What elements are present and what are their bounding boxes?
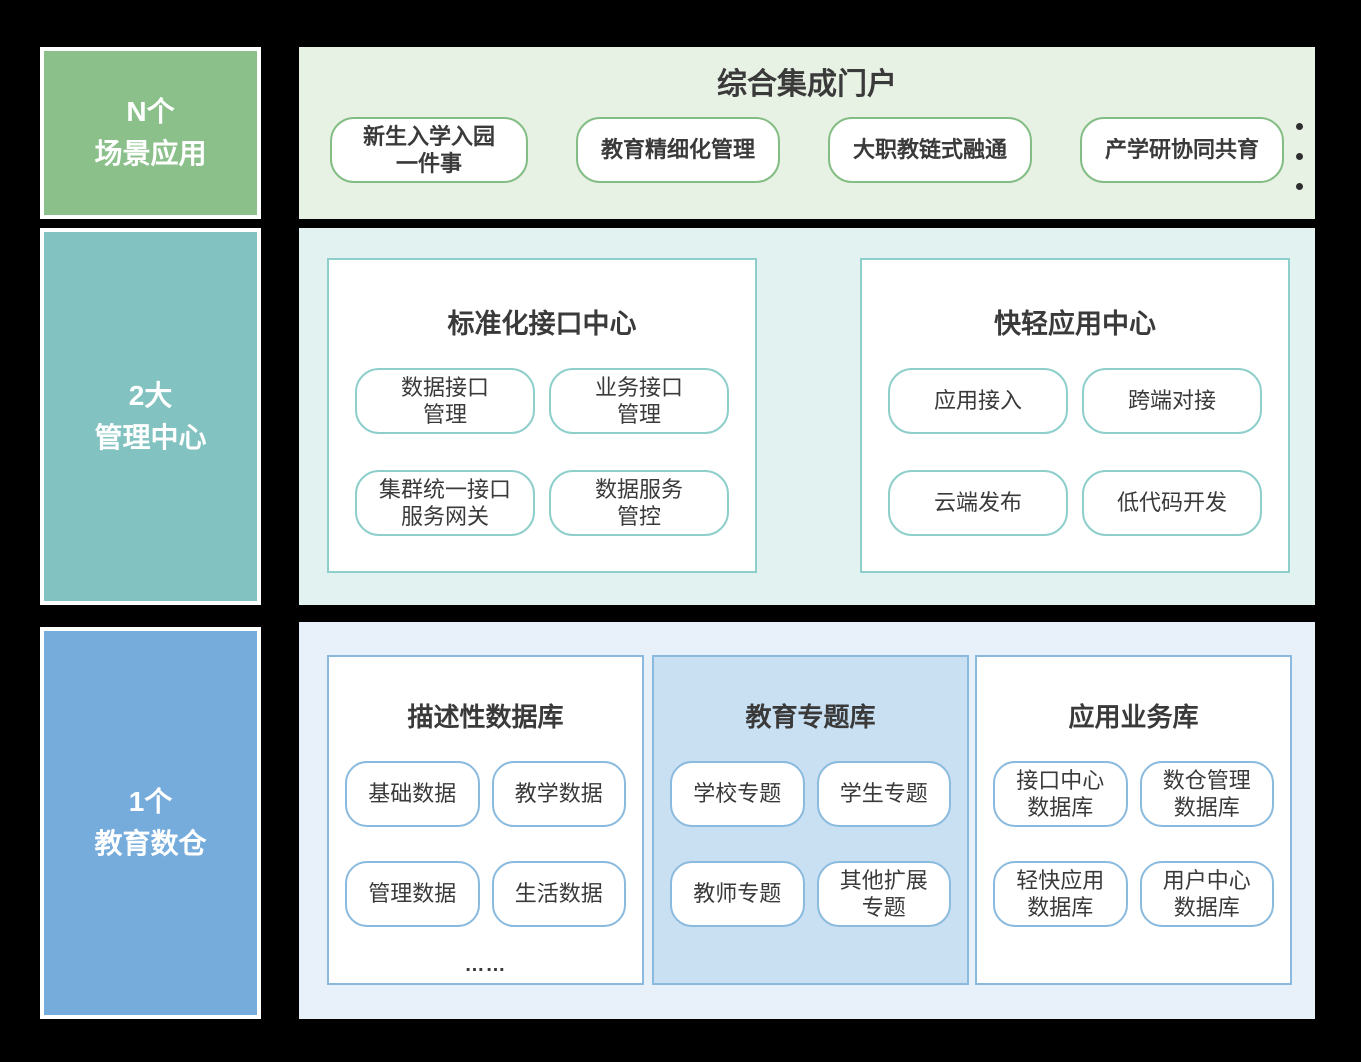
box-descriptive-db-title: 描述性数据库 [407, 702, 564, 732]
scene-pill-vocational-chain: 大职教链式融通 [828, 117, 1032, 183]
more-ellipsis-dots [1296, 123, 1303, 190]
pill-light-app-db-line1: 轻快应用 [1016, 867, 1105, 893]
pill-warehouse-mgmt-db: 数仓管理 数据库 [1139, 761, 1274, 827]
pill-cross-device-label: 跨端对接 [1127, 388, 1216, 414]
pill-data-service-control-line1: 数据服务 [594, 476, 683, 502]
pill-data-service-control-line2: 管控 [616, 504, 661, 529]
pill-cloud-publish-label: 云端发布 [933, 490, 1022, 516]
rail-label-warehouse-line1: 1个 [128, 786, 173, 817]
pill-other-extended-topic: 其他扩展 专题 [816, 861, 951, 927]
pill-interface-center-db-line2: 数据库 [1027, 795, 1094, 820]
pill-warehouse-mgmt-db-line2: 数据库 [1173, 795, 1240, 820]
scene-pill-newstudent-line1: 新生入学入园 [362, 123, 495, 149]
panel-warehouse: 描述性数据库 基础数据 教学数据 管理数据 生活数据 …… 教育专题库 [299, 622, 1315, 1019]
pill-interface-center-db-line1: 接口中心 [1016, 767, 1105, 793]
pill-management-data-label: 管理数据 [368, 881, 457, 907]
pill-student-topic: 学生专题 [816, 761, 951, 827]
pill-teacher-topic-label: 教师专题 [693, 881, 782, 907]
scene-pill-newstudent-line2: 一件事 [395, 151, 462, 176]
portal-title: 综合集成门户 [717, 68, 897, 101]
box-light-app-center-title: 快轻应用中心 [994, 309, 1156, 339]
scene-pill-refined-management: 教育精细化管理 [576, 117, 780, 183]
pill-cross-device: 跨端对接 [1082, 368, 1262, 434]
panel-scenes: 综合集成门户 新生入学入园 一件事 教育精细化管理 大职教链式融通 产学研协同共… [299, 47, 1315, 219]
more-dot-2 [1296, 153, 1303, 160]
pill-user-center-db-line1: 用户中心 [1162, 867, 1251, 893]
pill-data-interface-mgmt-line2: 管理 [422, 402, 467, 427]
box-standard-interface-center: 标准化接口中心 数据接口 管理 业务接口 管理 集群统一接口 服务网关 数据服务… [327, 258, 757, 573]
more-dot-3 [1296, 183, 1303, 190]
rail-label-warehouse-line2: 教育数仓 [94, 828, 207, 859]
pill-interface-center-db: 接口中心 数据库 [993, 761, 1128, 827]
pill-light-app-db-line2: 数据库 [1027, 895, 1094, 920]
pill-basic-data: 基础数据 [345, 761, 480, 827]
pill-basic-data-label: 基础数据 [368, 781, 457, 807]
pill-warehouse-mgmt-db-line1: 数仓管理 [1162, 767, 1251, 793]
rail-label-scenes: N个 场景应用 [40, 47, 261, 219]
pill-cluster-gateway-line2: 服务网关 [400, 504, 489, 529]
pill-teacher-topic: 教师专题 [670, 861, 805, 927]
more-dot-1 [1296, 123, 1303, 130]
application-business-pill-grid: 接口中心 数据库 数仓管理 数据库 轻快应用 数据库 用户中心 数据库 [993, 761, 1274, 927]
box-standard-interface-center-title: 标准化接口中心 [447, 309, 637, 339]
panel-centers: 标准化接口中心 数据接口 管理 业务接口 管理 集群统一接口 服务网关 数据服务… [299, 228, 1315, 605]
pill-business-interface-mgmt-line2: 管理 [616, 402, 661, 427]
box-application-business-db: 应用业务库 接口中心 数据库 数仓管理 数据库 轻快应用 数据库 用户中心 数据… [975, 655, 1292, 985]
pill-other-extended-topic-line1: 其他扩展 [839, 867, 928, 893]
pill-student-topic-label: 学生专题 [839, 781, 928, 807]
rail-label-scenes-line1: N个 [126, 96, 175, 127]
pill-app-access-label: 应用接入 [933, 388, 1022, 414]
pill-user-center-db: 用户中心 数据库 [1139, 861, 1274, 927]
pill-school-topic-label: 学校专题 [693, 781, 782, 807]
scene-pill-newstudent: 新生入学入园 一件事 [330, 117, 528, 183]
scene-pill-industry-education-label: 产学研协同共育 [1104, 137, 1259, 163]
scene-pill-row: 新生入学入园 一件事 教育精细化管理 大职教链式融通 产学研协同共育 [330, 117, 1284, 183]
pill-life-data-label: 生活数据 [514, 881, 603, 907]
pill-data-interface-mgmt-line1: 数据接口 [400, 374, 489, 400]
rail-label-centers-line1: 2大 [128, 379, 173, 411]
pill-life-data: 生活数据 [491, 861, 626, 927]
pill-school-topic: 学校专题 [670, 761, 805, 827]
pill-teaching-data-label: 教学数据 [514, 781, 603, 807]
pill-cluster-gateway: 集群统一接口 服务网关 [355, 470, 535, 536]
box-education-topic-db: 教育专题库 学校专题 学生专题 教师专题 其他扩展 专题 [652, 655, 969, 985]
light-app-pill-grid: 应用接入 跨端对接 云端发布 低代码开发 [888, 368, 1262, 536]
rail-label-warehouse: 1个 教育数仓 [40, 627, 261, 1019]
standard-interface-pill-grid: 数据接口 管理 业务接口 管理 集群统一接口 服务网关 数据服务 管控 [355, 368, 729, 536]
box-application-business-db-title: 应用业务库 [1068, 702, 1199, 732]
pill-teaching-data: 教学数据 [491, 761, 626, 827]
pill-cloud-publish: 云端发布 [888, 470, 1068, 536]
pill-data-service-control: 数据服务 管控 [549, 470, 729, 536]
box-education-topic-db-title: 教育专题库 [745, 702, 876, 732]
pill-cluster-gateway-line1: 集群统一接口 [378, 476, 511, 502]
pill-lowcode-dev: 低代码开发 [1082, 470, 1262, 536]
scene-pill-vocational-chain-label: 大职教链式融通 [852, 137, 1007, 163]
descriptive-db-ellipsis: …… [464, 954, 507, 976]
rail-label-centers: 2大 管理中心 [40, 228, 261, 605]
pill-app-access: 应用接入 [888, 368, 1068, 434]
pill-business-interface-mgmt: 业务接口 管理 [549, 368, 729, 434]
pill-data-interface-mgmt: 数据接口 管理 [355, 368, 535, 434]
box-light-app-center: 快轻应用中心 应用接入 跨端对接 云端发布 低代码开发 [860, 258, 1290, 573]
scene-pill-industry-education: 产学研协同共育 [1080, 117, 1284, 183]
pill-user-center-db-line2: 数据库 [1173, 895, 1240, 920]
pill-light-app-db: 轻快应用 数据库 [993, 861, 1128, 927]
rail-label-centers-line2: 管理中心 [94, 421, 207, 453]
rail-label-scenes-line2: 场景应用 [94, 138, 207, 169]
descriptive-db-pill-grid: 基础数据 教学数据 管理数据 生活数据 [345, 761, 626, 927]
pill-lowcode-dev-label: 低代码开发 [1116, 490, 1227, 516]
pill-business-interface-mgmt-line1: 业务接口 [594, 374, 683, 400]
pill-other-extended-topic-line2: 专题 [861, 895, 906, 920]
pill-management-data: 管理数据 [345, 861, 480, 927]
box-descriptive-db: 描述性数据库 基础数据 教学数据 管理数据 生活数据 …… [327, 655, 644, 985]
scene-pill-refined-management-label: 教育精细化管理 [600, 137, 755, 163]
education-topic-pill-grid: 学校专题 学生专题 教师专题 其他扩展 专题 [670, 761, 951, 927]
